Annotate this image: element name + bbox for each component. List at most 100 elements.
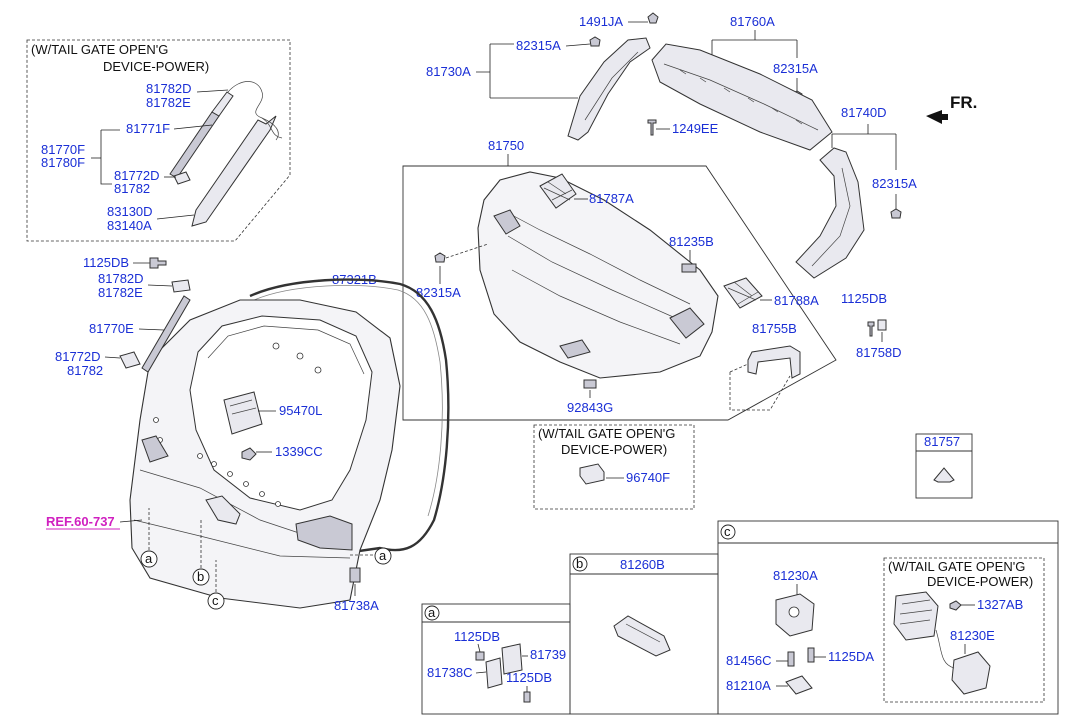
leader-83130d-box [156, 214, 195, 220]
label-81770e: 81770E [89, 321, 134, 336]
label-81782d-box: 81782D [146, 81, 192, 96]
label-92843g: 92843G [567, 400, 613, 415]
gas-lift-81770e [141, 295, 191, 373]
module-95470l-detail [229, 399, 257, 415]
leader-81782d-left [147, 284, 173, 287]
label-1125da: 1125DA [828, 649, 874, 664]
label-81757: 81757 [924, 434, 960, 449]
bracket-81730a [476, 43, 578, 99]
label-96740f: 96740F [626, 470, 670, 485]
bolt-1125da [807, 647, 815, 663]
label-1125db-right: 1125DB [841, 291, 887, 306]
label-81770f-box: 81770F [41, 142, 85, 157]
label-81738c: 81738C [427, 665, 473, 680]
label-1339cc: 1339CC [275, 444, 323, 459]
label-1327ab: 1327AB [977, 597, 1023, 612]
callout-c-left-label: c [212, 593, 219, 608]
clip-82315a-left [434, 252, 446, 263]
power-device-box [26, 39, 291, 242]
screw-1327ab [949, 600, 962, 611]
power-spindle [211, 91, 234, 117]
power-latch-box [883, 557, 1045, 703]
label-81210a: 81210A [726, 678, 771, 693]
label-82315a-left: 82315A [416, 285, 461, 300]
switch-81260b-detail [625, 623, 661, 643]
grille-81787a-mesh [543, 181, 573, 201]
detail-c-marker [720, 524, 736, 540]
latch-81230a-hole [788, 606, 800, 618]
trim-81760a-ribs [679, 69, 803, 125]
label-1491ja: 1491JA [579, 14, 623, 29]
bracket-81760a [711, 30, 798, 66]
label-81787a: 81787A [589, 191, 634, 206]
label-81739: 81739 [530, 647, 566, 662]
power-device-note-line1: (W/TAIL GATE OPEN'G [31, 42, 168, 57]
bracket-81772d-left [119, 351, 141, 369]
label-81235b: 81235B [669, 234, 714, 249]
callout-a-left [140, 550, 158, 568]
switch-96740f [579, 463, 605, 485]
inner-panel-cutout-mid [559, 339, 591, 359]
clip-82315a-top [589, 36, 601, 47]
callout-c-left [207, 592, 225, 610]
label-81772d-left: 81772D [55, 349, 101, 364]
label-81230a: 81230A [773, 568, 818, 583]
switch-81260b [613, 615, 671, 657]
label-81782-left: 81782 [67, 363, 103, 378]
detail-a-marker [424, 605, 440, 621]
label-81771f-box: 81771F [126, 121, 170, 136]
front-arrow-icon [926, 110, 948, 124]
ref-60-737-link[interactable]: REF.60-737 [46, 514, 115, 529]
trim-81760a [651, 43, 833, 151]
leader-81772d-left [104, 356, 121, 359]
label-82315a-top: 82315A [516, 38, 561, 53]
bolt-1125db-a1 [475, 651, 485, 661]
stopper-81738c [485, 657, 503, 689]
label-81730a: 81730A [426, 64, 471, 79]
detail-c-marker-label: c [724, 524, 731, 539]
label-1125db-a1: 1125DB [454, 629, 500, 644]
label-81758d: 81758D [856, 345, 902, 360]
leader-81771f-box [173, 124, 213, 130]
trim-81740d [795, 147, 865, 279]
label-81772d-box: 81772D [114, 168, 160, 183]
callout-b-left-label: b [197, 569, 204, 584]
label-1249ee: 1249EE [672, 121, 719, 136]
tailgate-lamp-left [141, 435, 169, 463]
label-81782e-left: 81782E [98, 285, 143, 300]
dash-82315a-left [445, 243, 489, 259]
clip-82315a-right [890, 208, 902, 219]
screw-1125db-right [867, 321, 875, 337]
power-latch-note-line1: (W/TAIL GATE OPEN'G [888, 559, 1025, 574]
label-81755b: 81755B [752, 321, 797, 336]
label-1125db-a2: 1125DB [506, 670, 552, 685]
inner-panel-81750 [477, 171, 719, 379]
handle-81755b [747, 345, 801, 379]
front-indicator: FR. [950, 93, 977, 112]
leader-81738c [475, 671, 487, 674]
trim-81730a [567, 37, 651, 141]
inner-panel-rib-2 [507, 235, 681, 321]
label-81230e: 81230E [950, 628, 995, 643]
label-81788a: 81788A [774, 293, 819, 308]
actuator-cable [935, 629, 955, 669]
trim-81760a-ridge [663, 63, 819, 131]
power-latch-note-line2: DEVICE-POWER) [927, 574, 1033, 589]
detail-b-marker-label: b [576, 556, 583, 571]
leader-81770e [138, 328, 165, 331]
power-switch-note-line1: (W/TAIL GATE OPEN'G [538, 426, 675, 441]
module-95470l [223, 391, 263, 435]
part-92843g [583, 379, 597, 389]
label-1125db-left: 1125DB [83, 255, 129, 270]
leader-ref [119, 519, 143, 523]
license-recess [205, 495, 241, 525]
bracket-81782d-left [171, 279, 191, 293]
label-83140a-box: 83140A [107, 218, 152, 233]
label-83130d-box: 83130D [107, 204, 153, 219]
clip-1491ja [647, 12, 659, 24]
clip-81757 [933, 467, 955, 483]
inner-panel-cutout-right [669, 307, 705, 339]
tailgate-window-lip [207, 325, 365, 375]
weatherstrip-87321b [249, 278, 450, 554]
